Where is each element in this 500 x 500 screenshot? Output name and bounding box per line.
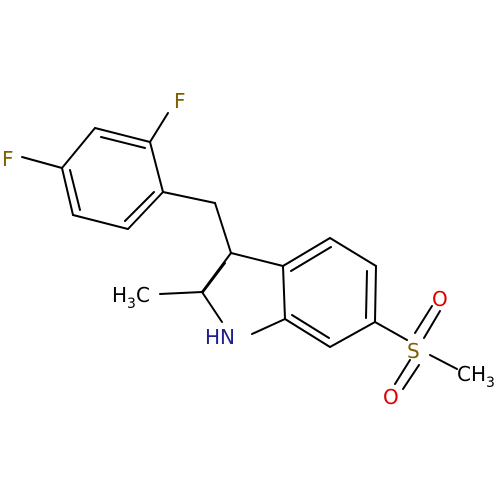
oxygen-bottom-label: O <box>383 385 399 409</box>
bond-ring-e <box>72 214 129 230</box>
bond-ring-f-inner <box>69 169 81 211</box>
bond-ch2-to-c3 <box>214 202 232 254</box>
bond-c3-c2-inner <box>202 262 226 293</box>
bond-c7a-c3a <box>282 265 286 320</box>
bond-c2-methyl <box>159 291 203 295</box>
bond-c4-c5 <box>329 237 377 267</box>
pyrrole-ring <box>201 252 286 335</box>
bond-ring-to-ch2 <box>162 191 216 204</box>
bond-n1-c7a <box>251 318 286 335</box>
sulfur-label: S <box>407 339 420 363</box>
bond-c2-n1 <box>201 291 223 323</box>
oxygen-top-label: O <box>432 287 448 311</box>
benzene-ring <box>282 237 377 348</box>
difluorophenyl-ring <box>61 127 164 230</box>
bond-c-f-top <box>149 112 169 143</box>
bond-c-f-left <box>21 156 63 169</box>
methyl-left-h: H <box>112 283 127 307</box>
bond-ring-b-inner <box>100 136 146 149</box>
methyl-right-label: CH3 <box>457 362 495 391</box>
bond-c6-c7 <box>329 321 376 348</box>
bond-c3a-c4-inner <box>290 246 332 272</box>
bond-ring-f <box>61 167 74 216</box>
fluorine-top-label: F <box>174 89 186 113</box>
fluorine-left-label: F <box>2 147 14 171</box>
bond-c7-c7a-inner <box>291 314 330 339</box>
bond-c6-s <box>374 321 408 341</box>
bond-ring-d <box>127 191 164 230</box>
bond-s-methyl <box>429 354 458 370</box>
bond-ring-a <box>61 127 96 169</box>
methyl-left-c: C <box>136 283 150 307</box>
bond-c3a-c3 <box>230 252 284 267</box>
bond-s-o-top-b <box>423 310 441 339</box>
bond-c5-c6 <box>374 265 377 323</box>
bond-c3a-c4 <box>282 237 331 267</box>
bond-ring-c <box>149 141 164 193</box>
bond-c7-c7a <box>284 318 331 348</box>
bond-s-o-bottom-a <box>394 359 411 385</box>
bond-s-o-top-a <box>414 305 433 334</box>
nh-label: HN <box>205 325 235 349</box>
bond-ring-b <box>94 127 151 143</box>
methyl-left-label: H3C <box>112 283 150 312</box>
bond-s-o-bottom-b <box>402 364 420 390</box>
bond-ring-d-inner <box>124 191 155 222</box>
methyl-left-subscript: 3 <box>127 296 136 312</box>
methyl-right-ch: CH <box>457 362 486 386</box>
bond-c5-c6-inner <box>365 270 368 319</box>
methyl-right-subscript: 3 <box>486 375 495 391</box>
